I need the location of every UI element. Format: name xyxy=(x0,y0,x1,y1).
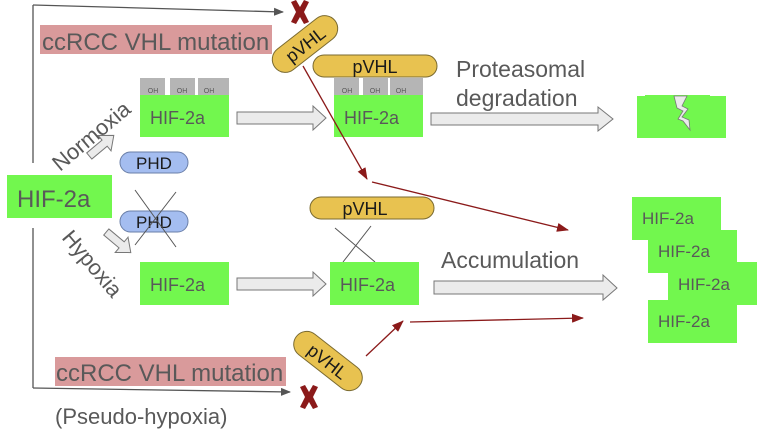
phd-inactive-label: PHD xyxy=(136,213,172,232)
top-mutation-effect-arrow xyxy=(302,65,569,232)
degraded-hif xyxy=(637,94,726,138)
pvhl-top-bound-label: pVHL xyxy=(352,57,397,77)
phd-cross-line-2 xyxy=(134,191,177,246)
normoxia-arrow xyxy=(85,134,115,160)
pvhl-bottom-blocked: pVHL xyxy=(293,330,363,392)
top-mutation-text: ccRCC VHL mutation xyxy=(42,29,269,56)
top-mutation-label: ccRCC VHL mutation xyxy=(40,25,272,56)
bottom-mutation-effect-arrow xyxy=(365,313,584,357)
accumulated-hif-label: HIF-2a xyxy=(642,209,695,228)
accumulated-hif-label: HIF-2a xyxy=(658,242,711,261)
normoxia-hif-hydroxylated: OH OH OH HIF-2a xyxy=(140,78,229,137)
oh-label: OH xyxy=(342,88,353,95)
pvhl-top-bound: pVHL xyxy=(312,54,438,78)
pvhl-middle-unbound: pVHL xyxy=(309,196,435,263)
accumulated-hif-label: HIF-2a xyxy=(658,312,711,331)
oh-label: OH xyxy=(177,88,188,95)
hypoxia-arrow xyxy=(102,228,132,254)
oh-label: OH xyxy=(370,88,381,95)
hypoxia-transfer-arrow xyxy=(236,270,327,298)
normoxia-transfer-arrow xyxy=(236,104,327,132)
phd-active: PHD xyxy=(119,151,189,174)
bottom-mutation-label: ccRCC VHL mutation xyxy=(55,357,286,387)
accumulation-label: Accumulation xyxy=(441,247,579,273)
accumulation-arrow xyxy=(433,273,618,302)
lightning-crack-icon xyxy=(673,95,691,132)
pvhl-cross-line-2 xyxy=(342,225,372,263)
pseudo-hypoxia-label: (Pseudo-hypoxia) xyxy=(55,404,227,429)
top-x-mark-icon xyxy=(291,0,309,24)
oh-label: OH xyxy=(148,88,159,95)
hypoxia-hif-1: HIF-2a xyxy=(140,262,229,305)
hypoxia-hif-label-1: HIF-2a xyxy=(150,275,206,295)
oh-label: OH xyxy=(204,88,215,95)
normoxia-hif-label-2: HIF-2a xyxy=(344,108,400,128)
hypoxia-hif-2: HIF-2a xyxy=(330,262,419,305)
process-label-line1: Proteasomal xyxy=(456,56,585,82)
pvhl-cross-line-1 xyxy=(334,227,376,263)
phd-active-label: PHD xyxy=(136,154,172,173)
degradation-arrow xyxy=(430,105,614,133)
start-hif-label: HIF-2a xyxy=(17,186,91,213)
bottom-mutation-pathway xyxy=(32,228,291,396)
normoxia-hif-bound: OH OH OH HIF-2a xyxy=(334,78,423,137)
top-mutation-pathway xyxy=(32,4,284,163)
start-hif-node: HIF-2a xyxy=(7,175,112,218)
accumulated-hif-stack: HIF-2a HIF-2a HIF-2a HIF-2a xyxy=(632,197,757,343)
pvhl-middle-label: pVHL xyxy=(342,199,387,219)
bottom-mutation-text: ccRCC VHL mutation xyxy=(56,360,283,387)
normoxia-hif-label-1: HIF-2a xyxy=(150,108,206,128)
phd-inactive: PHD xyxy=(119,189,189,248)
bottom-x-mark-icon xyxy=(300,385,318,409)
oh-label: OH xyxy=(396,88,407,95)
hypoxia-hif-label-2: HIF-2a xyxy=(340,275,396,295)
process-label-line2: degradation xyxy=(456,85,578,111)
accumulated-hif-label: HIF-2a xyxy=(678,275,731,294)
